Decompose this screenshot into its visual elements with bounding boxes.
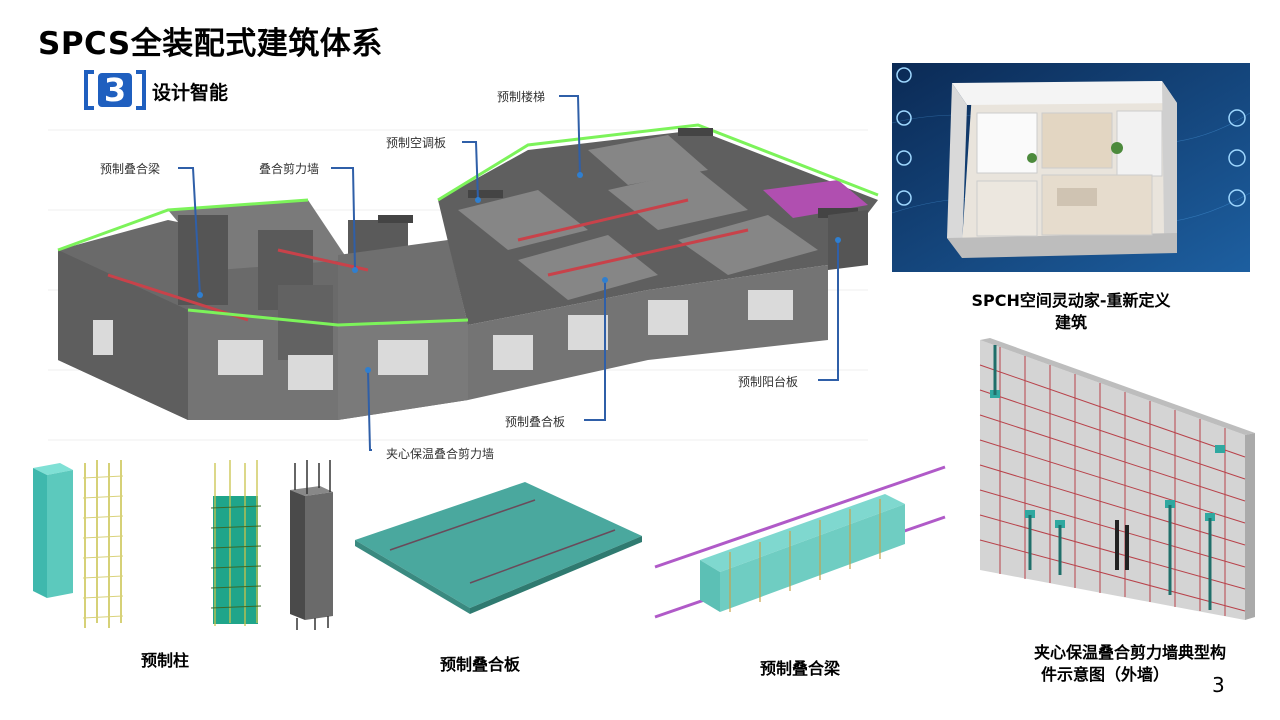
wall-panel-caption-line2: 件示意图（外墙） — [1040, 665, 1169, 684]
composite-beam-illustration — [654, 465, 946, 619]
caption-precast-column: 预制柱 — [140, 651, 189, 670]
section-number: 3 — [103, 71, 127, 109]
page-title: SPCS全装配式建筑体系 — [38, 26, 383, 62]
precast-column-illustration — [33, 460, 333, 630]
caption-composite-slab: 预制叠合板 — [439, 655, 520, 674]
photo-caption-line2: 建筑 — [1054, 313, 1087, 332]
callout-stairs: 预制楼梯 — [497, 90, 546, 104]
smart-home-photo — [892, 63, 1250, 272]
callout-ac-panel: 预制空调板 — [386, 136, 447, 150]
callout-sandwich-shear-wall: 夹心保温叠合剪力墙 — [386, 447, 495, 461]
section-badge — [84, 70, 146, 110]
callout-composite-slab: 预制叠合板 — [505, 415, 566, 429]
callout-composite-shear-wall: 叠合剪力墙 — [259, 162, 320, 176]
callout-balcony-slab: 预制阳台板 — [738, 375, 799, 389]
callout-composite-beam: 预制叠合梁 — [100, 162, 161, 176]
sandwich-wall-panel-illustration — [979, 338, 1255, 620]
section-title: 设计智能 — [152, 82, 229, 104]
building-model-illustration — [48, 95, 879, 451]
wall-panel-caption-line1: 夹心保温叠合剪力墙典型构 — [1033, 643, 1226, 662]
composite-slab-illustration — [355, 482, 642, 614]
photo-caption-line1: SPCH空间灵动家-重新定义 — [971, 291, 1171, 310]
page-number: 3 — [1212, 673, 1225, 697]
caption-composite-beam: 预制叠合梁 — [759, 659, 840, 678]
